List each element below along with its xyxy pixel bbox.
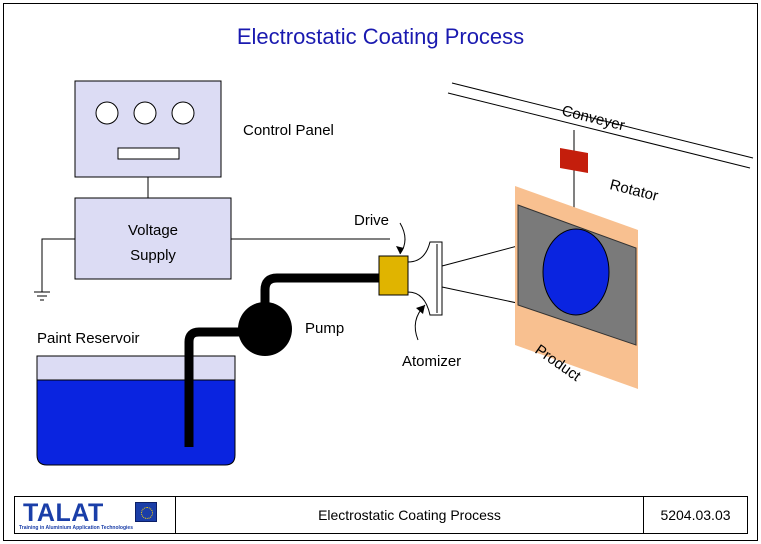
talat-logo-subtitle: Training in Aluminium Application Techno… [19,525,133,531]
paint-hose [184,327,265,447]
control-dial-3 [171,101,195,125]
talat-logo: TALAT Training in Aluminium Application … [15,497,176,533]
footer-caption: Electrostatic Coating Process [176,497,644,533]
atomizer-arrow-head [416,305,425,314]
control-dial-1 [95,101,119,125]
talat-logo-text: TALAT [23,499,104,527]
footer-code: 5204.03.03 [660,507,731,523]
product-coated-area [542,228,610,316]
control-display [117,147,180,160]
conveyer-rail-bottom [447,92,751,169]
voltage-supply-box [74,197,232,280]
drive-arrow-head [396,246,404,254]
control-panel-box [74,80,222,178]
conveyer-rail-top [451,82,754,159]
label-control-panel: Control Panel [243,122,334,139]
rotator [560,148,588,173]
control-dial-2 [133,101,157,125]
slide-frame [3,3,758,541]
label-rotator: Rotator [608,176,660,204]
eu-stars-icon [135,502,157,522]
label-paint-reservoir: Paint Reservoir [37,330,140,347]
pump-to-drive-hose [260,273,383,320]
label-drive: Drive [354,212,389,229]
ground-wire [41,238,75,292]
label-voltage-supply-1: Voltage [128,222,178,239]
drive-unit [378,255,409,296]
atomizer-bell [407,241,443,316]
label-atomizer: Atomizer [402,353,461,370]
footer-bar: TALAT Training in Aluminium Application … [14,496,748,534]
pump [238,302,292,356]
label-conveyer: Conveyer [560,102,626,134]
paint-reservoir-headspace [36,355,236,381]
label-voltage-supply-2: Supply [130,247,176,264]
slide-title: Electrostatic Coating Process [236,24,525,49]
label-pump: Pump [305,320,344,337]
